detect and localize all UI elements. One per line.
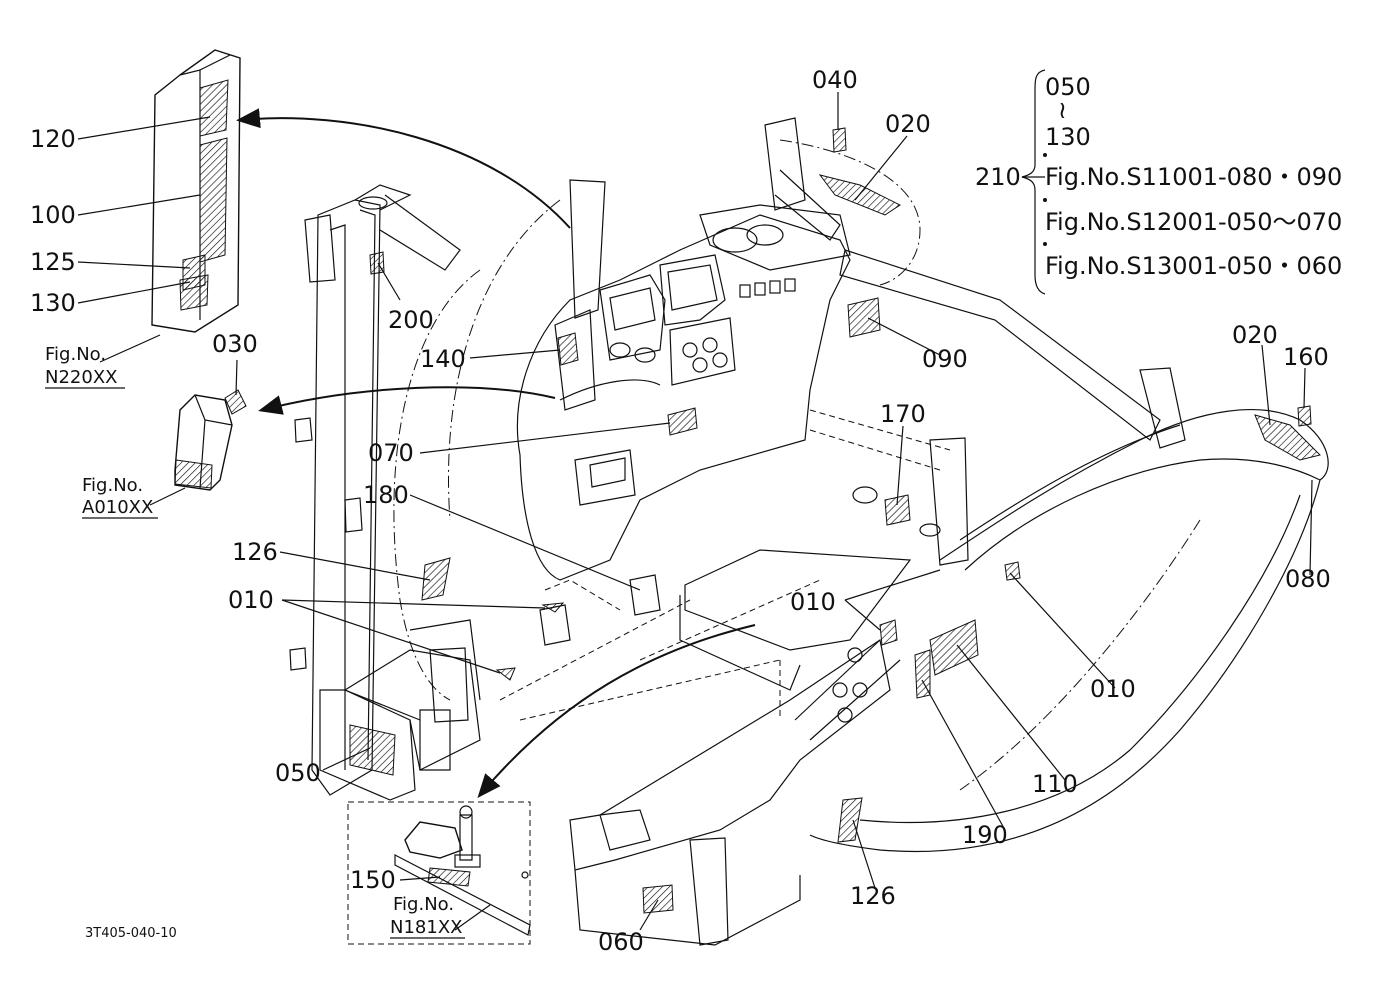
decal-040 bbox=[832, 127, 847, 153]
callout-070: 070 bbox=[368, 439, 414, 467]
callout-labels: 120 100 125 130 030 200 140 070 180 126 … bbox=[30, 66, 1331, 956]
callout-080: 080 bbox=[1285, 565, 1331, 593]
pillar-inset bbox=[151, 49, 241, 333]
fig-a010-label: Fig.No. bbox=[82, 475, 143, 496]
callout-060: 060 bbox=[598, 928, 644, 956]
decal-010-center bbox=[541, 602, 565, 613]
callout-050: 050 bbox=[275, 759, 321, 787]
fig-n181-label: Fig.No. bbox=[393, 894, 454, 915]
document-code: 3T405-040-10 bbox=[85, 926, 177, 941]
legend-ref-1: Fig.No.S11001-080・090 bbox=[1045, 163, 1342, 191]
callout-010-center: 010 bbox=[790, 588, 836, 616]
legend-range-start: 050 bbox=[1045, 73, 1091, 101]
callout-120: 120 bbox=[30, 125, 76, 153]
legend-ref-3: Fig.No.S13001-050・060 bbox=[1045, 252, 1342, 280]
callout-190: 190 bbox=[962, 821, 1008, 849]
decal-020-rear bbox=[818, 174, 901, 216]
fig-references: Fig.No. N220XX Fig.No. A010XX Fig.No. N1… bbox=[45, 344, 465, 939]
decal-160 bbox=[1297, 405, 1312, 427]
callout-140: 140 bbox=[420, 345, 466, 373]
fig-n220-code: N220XX bbox=[45, 367, 117, 388]
callout-126-right: 126 bbox=[850, 882, 896, 910]
callout-150: 150 bbox=[350, 866, 396, 894]
callout-020-front: 020 bbox=[1232, 321, 1278, 349]
fig-a010-code: A010XX bbox=[82, 497, 153, 518]
callout-180: 180 bbox=[363, 481, 409, 509]
fig-n220-label: Fig.No. bbox=[45, 344, 106, 365]
decals bbox=[349, 127, 1321, 914]
decal-010-right-a bbox=[879, 619, 898, 646]
legend-range-end: 130 bbox=[1045, 123, 1091, 151]
callout-200: 200 bbox=[388, 306, 434, 334]
decal-010-right-b bbox=[1004, 561, 1021, 581]
callout-030: 030 bbox=[212, 330, 258, 358]
callout-130: 130 bbox=[30, 289, 76, 317]
fig-n181-code: N181XX bbox=[390, 917, 462, 938]
decal-170 bbox=[884, 494, 911, 526]
callout-160: 160 bbox=[1283, 343, 1329, 371]
leader-lines bbox=[77, 92, 1313, 931]
decal-030 bbox=[224, 389, 247, 415]
legend-text: 050 ≀ 130 Fig.No.S11001-080・090 Fig.No.S… bbox=[1045, 73, 1342, 280]
decal-010-lower bbox=[495, 667, 516, 681]
decal-140 bbox=[557, 332, 579, 366]
callout-010-left: 010 bbox=[228, 586, 274, 614]
callout-125: 125 bbox=[30, 248, 76, 276]
decal-020-front bbox=[1254, 414, 1321, 461]
decal-060 bbox=[642, 884, 674, 914]
decal-070 bbox=[667, 407, 698, 436]
legend-range-tilde: ≀ bbox=[1058, 96, 1067, 124]
callout-020-rear: 020 bbox=[885, 110, 931, 138]
reference-arrows bbox=[236, 108, 756, 799]
callout-210: 210 bbox=[975, 163, 1021, 191]
legend-brace bbox=[1021, 69, 1047, 295]
callout-170: 170 bbox=[880, 400, 926, 428]
lamp-inset bbox=[174, 389, 247, 491]
callout-010-right: 010 bbox=[1090, 675, 1136, 703]
callout-100: 100 bbox=[30, 201, 76, 229]
callout-040: 040 bbox=[812, 66, 858, 94]
decal-126-left bbox=[421, 557, 451, 601]
decal-110 bbox=[929, 619, 979, 676]
tractor-body-drawing bbox=[289, 117, 1329, 946]
callout-110: 110 bbox=[1032, 770, 1078, 798]
legend-ref-2: Fig.No.S12001-050～070 bbox=[1045, 208, 1342, 236]
bottom-inset bbox=[347, 801, 531, 945]
callout-090: 090 bbox=[922, 345, 968, 373]
decal-050 bbox=[349, 724, 396, 776]
decal-090 bbox=[847, 297, 881, 338]
callout-126-left: 126 bbox=[232, 538, 278, 566]
